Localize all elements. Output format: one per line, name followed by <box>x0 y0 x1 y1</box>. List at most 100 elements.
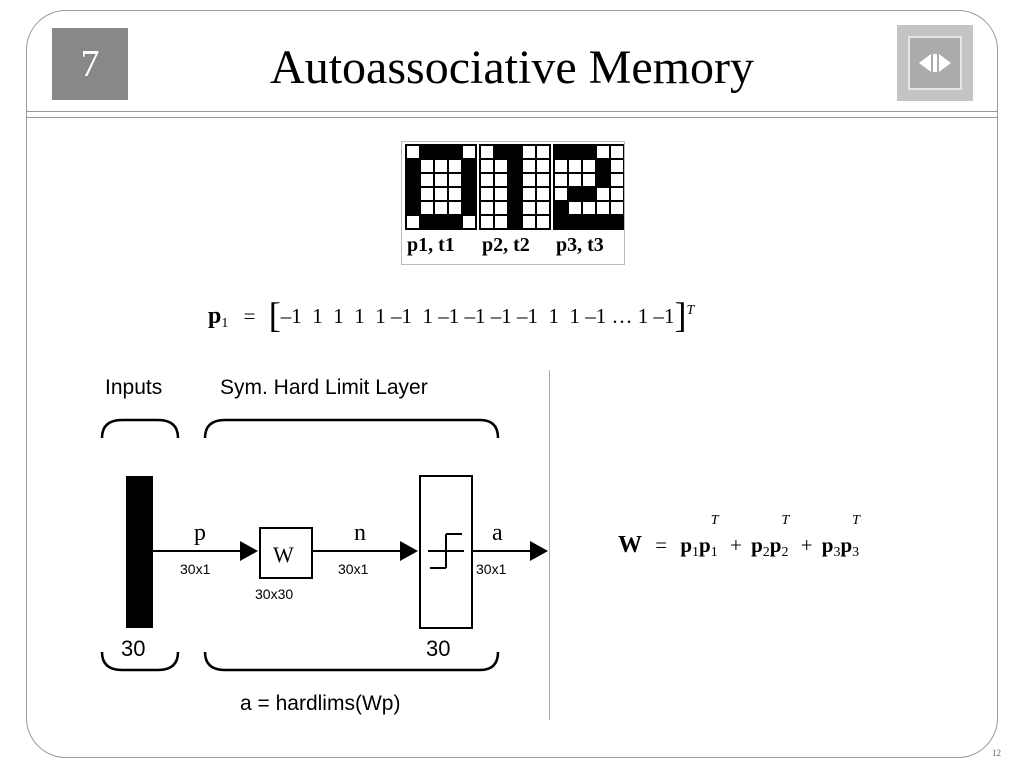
digit-pixel <box>479 186 495 202</box>
digit-pixel <box>581 144 597 160</box>
digit-pixel <box>553 158 569 174</box>
digit-pixel <box>521 172 537 188</box>
digit-pixel <box>581 158 597 174</box>
digit-pixel <box>521 144 537 160</box>
term1-p: p <box>680 533 693 557</box>
digit-pixel <box>521 158 537 174</box>
pattern-label-1: p2, t2 <box>482 234 530 256</box>
term3-sup: T <box>852 513 860 528</box>
pattern-label-0: p1, t1 <box>407 234 455 256</box>
n-arrow <box>400 541 418 561</box>
term2-sub-a: 2 <box>762 545 770 560</box>
w-label: W <box>273 542 294 567</box>
digit-pixel <box>493 186 509 202</box>
term2-p: p <box>751 533 763 557</box>
layer-label: Sym. Hard Limit Layer <box>220 376 428 399</box>
term3-sub-a: 3 <box>833 545 841 560</box>
digit-pixel <box>609 144 625 160</box>
digit-pixel <box>595 200 611 216</box>
digit-pixel <box>507 158 523 174</box>
digit-pixel <box>567 172 583 188</box>
inputs-brace-bottom <box>100 651 180 672</box>
digit-pixel <box>479 144 495 160</box>
term2-sub-b: 2 <box>781 545 789 560</box>
pattern-label-2: p3, t3 <box>556 234 604 256</box>
digit-pixel <box>447 200 463 216</box>
digit-pixel <box>535 158 551 174</box>
digit-pixel <box>521 186 537 202</box>
digit-pixel <box>405 172 421 188</box>
digit-pixel <box>433 186 449 202</box>
hardlims-network-svg: Inputs Sym. Hard Limit Layer p 30x1 W 30… <box>100 376 548 715</box>
chapter-number-box: 7 <box>52 28 128 100</box>
digit-pixel <box>609 200 625 216</box>
digit-pixel <box>581 200 597 216</box>
digit-pixel <box>419 172 435 188</box>
digit-pixel <box>447 158 463 174</box>
digit-pixel <box>433 158 449 174</box>
plus-1: + <box>729 533 742 557</box>
digit-pixel <box>405 200 421 216</box>
digit-pixel <box>535 214 551 230</box>
transpose-sup: T <box>686 303 695 318</box>
vector-elements: –1 1 1 1 1 –1 1 –1 –1 –1 –1 1 1 –1 … 1 –… <box>280 304 675 328</box>
digit-pixel <box>419 200 435 216</box>
input-bar <box>126 476 153 628</box>
digit-pixel <box>479 158 495 174</box>
network-diagram: Inputs Sym. Hard Limit Layer p 30x1 W 30… <box>90 368 550 725</box>
p-dim: 30x1 <box>180 561 211 577</box>
term1-sup: T <box>710 513 719 528</box>
digit-pixel <box>595 172 611 188</box>
digit-pixel <box>553 144 569 160</box>
digit-pixel <box>405 158 421 174</box>
chapter-number: 7 <box>80 43 100 85</box>
digit-pixel <box>419 144 435 160</box>
digit-pixel <box>609 158 625 174</box>
digit-pixel <box>461 172 477 188</box>
slide-frame <box>26 10 998 758</box>
digit-patterns-figure: p1, t1 p2, t2 p3, t3 <box>401 141 625 265</box>
inputs-brace-top <box>100 418 180 439</box>
w-symbol: W <box>618 532 642 558</box>
digit-pixel <box>595 186 611 202</box>
nav-prev-next-icon[interactable] <box>897 25 973 101</box>
digit-pixel <box>419 158 435 174</box>
digit-pixel <box>447 214 463 230</box>
p1-symbol: p <box>208 303 222 329</box>
arrows-icon <box>919 54 951 72</box>
digit-pixel <box>447 172 463 188</box>
digit-pixel <box>581 186 597 202</box>
digit-pixel <box>567 158 583 174</box>
digit-pixel <box>521 200 537 216</box>
digit-pixel <box>479 200 495 216</box>
digit-pixel <box>493 200 509 216</box>
digit-pixel <box>595 144 611 160</box>
digit-pixel <box>609 186 625 202</box>
digit-pixel <box>493 172 509 188</box>
title-rule-top <box>26 111 998 112</box>
digit-pixel <box>535 200 551 216</box>
term1-p-t: p <box>699 533 711 557</box>
a-arrow <box>530 541 548 561</box>
digit-pixel <box>553 186 569 202</box>
digit-pixel <box>405 144 421 160</box>
digit-pixel <box>595 214 611 230</box>
digit-pixel <box>567 144 583 160</box>
digit-pixel <box>419 186 435 202</box>
column-divider <box>549 370 550 720</box>
digit-pixel <box>433 214 449 230</box>
inputs-label: Inputs <box>105 376 162 399</box>
w-dim: 30x30 <box>255 586 293 602</box>
layer-brace-bottom <box>203 651 500 672</box>
digit-pixel <box>493 144 509 160</box>
digit-pixel <box>405 214 421 230</box>
digit-pixel <box>493 158 509 174</box>
p-arrow <box>240 541 258 561</box>
digit-pixel <box>609 172 625 188</box>
digit-pixel <box>595 158 611 174</box>
digit-pixel <box>507 172 523 188</box>
a-label: a <box>492 520 503 546</box>
digit-pixel <box>461 214 477 230</box>
digit-pixel <box>419 214 435 230</box>
